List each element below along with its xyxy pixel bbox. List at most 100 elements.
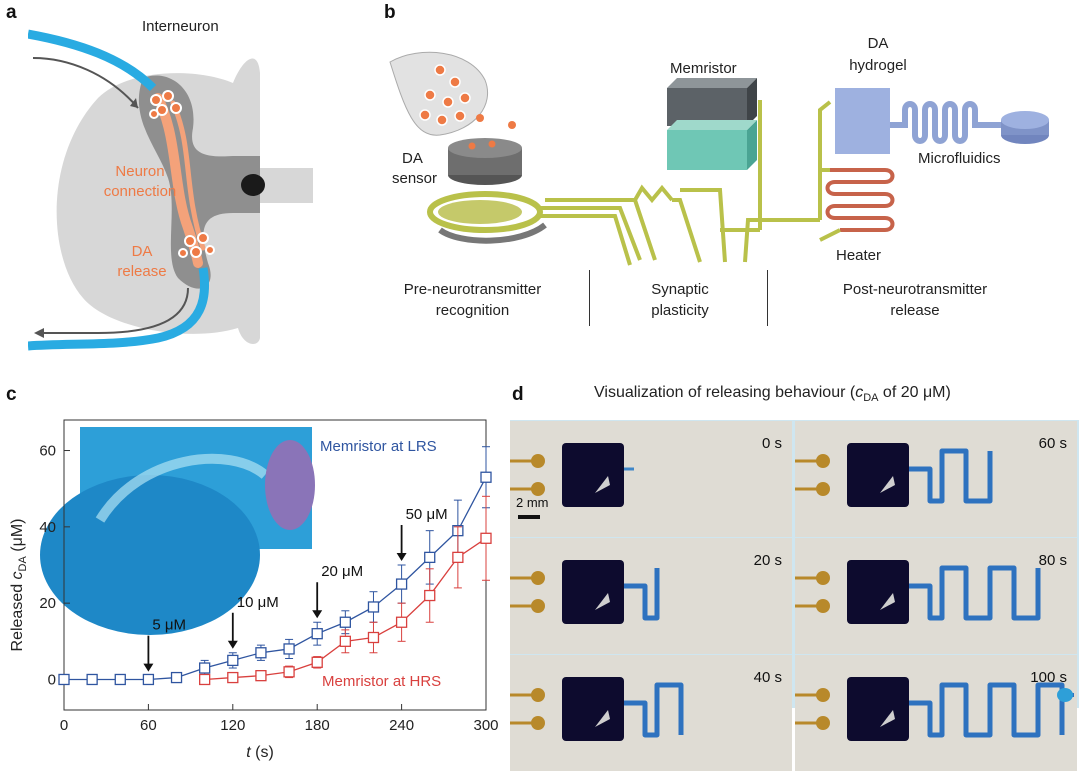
y-tick-label-20: 20 (39, 595, 56, 612)
panel-d-letter: d (512, 384, 524, 405)
point-hrs-160 (283, 666, 295, 678)
tile-image (510, 677, 684, 741)
panel-c-letter: c (6, 384, 17, 405)
point-lrs-80 (170, 671, 183, 684)
point-lrs-260 (424, 551, 436, 564)
annotation-arrowhead-120 (227, 640, 238, 649)
x-tick-label-120: 120 (220, 717, 245, 734)
point-lrs-180 (311, 628, 323, 640)
legend-lrs: Memristor at LRS (320, 438, 437, 455)
point-lrs-300 (480, 471, 492, 483)
release-tile: 0 s 2 mm (510, 421, 792, 537)
series-line-lrs (64, 476, 487, 681)
da-hydrogel-label-line1: DA (867, 35, 889, 52)
point-lrs-0 (58, 673, 70, 686)
point-hrs-260 (424, 589, 436, 602)
x-tick-label-300: 300 (473, 717, 498, 734)
point-hrs-240 (395, 616, 408, 628)
release-image-grid: 0 s 2 mm 60 s 20 s 80 s 40 s 100 s (510, 420, 1079, 771)
point-lrs-240 (395, 578, 408, 590)
tile-time-label: 40 s (753, 669, 782, 686)
point-lrs-40 (114, 673, 126, 686)
x-tick-label-0: 0 (60, 717, 68, 734)
synaptic-plasticity-label-line1: Synaptic (651, 281, 709, 298)
scale-bar-label: 2 mm (516, 495, 549, 510)
release-tile: 100 s (795, 655, 1077, 771)
da-release-label-line2: release (117, 263, 167, 280)
heater-label: Heater (836, 247, 882, 264)
pre-neurotransmitter-label-line2: recognition (435, 302, 510, 319)
legend-hrs: Memristor at HRS (322, 673, 441, 690)
point-lrs-220 (367, 601, 380, 613)
annotation-arrowhead-180 (312, 610, 323, 619)
point-hrs-300 (480, 532, 492, 544)
panel-b-letter: b (384, 2, 396, 23)
chart-inset-photo (40, 427, 315, 635)
point-hrs-220 (367, 631, 380, 644)
point-lrs-60 (142, 673, 155, 686)
point-hrs-280 (452, 551, 464, 564)
panel-a-neuron-diagram (28, 29, 314, 351)
x-axis-label: t (s) (246, 744, 274, 761)
annotation-arrowhead-240 (396, 553, 407, 561)
microfluidics-label: Microfluidics (918, 150, 1001, 167)
point-lrs-140 (255, 647, 267, 659)
tile-image (510, 443, 634, 519)
point-hrs-120 (227, 671, 239, 684)
y-axis-label: Released cDA (μM) (9, 519, 29, 652)
interneuron-label: Interneuron (142, 18, 219, 35)
neuron-connection-label-line2: connection (103, 183, 177, 200)
annotation-arrowhead-60 (143, 663, 154, 672)
panel-b-device-diagram (389, 51, 1049, 266)
da-sensor-label-line2: sensor (392, 170, 438, 187)
tile-image (795, 560, 1041, 624)
point-hrs-180 (311, 656, 323, 668)
release-tile: 40 s (510, 655, 792, 771)
tile-time-label: 60 s (1038, 435, 1067, 452)
post-neurotransmitter-label-line1: Post-neurotransmitter (842, 281, 988, 298)
point-lrs-100 (199, 662, 211, 674)
tile-time-label: 80 s (1038, 552, 1067, 569)
annotation-label-120: 10 μM (237, 594, 279, 611)
point-lrs-120 (227, 654, 239, 667)
da-hydrogel-label-line2: hydrogel (849, 57, 907, 74)
point-hrs-100 (199, 673, 211, 686)
annotation-label-60: 5 μM (152, 617, 186, 634)
release-tile: 80 s (795, 538, 1077, 654)
tile-time-label: 100 s (1030, 669, 1067, 686)
release-tile: 60 s (795, 421, 1077, 537)
point-lrs-200 (339, 616, 351, 628)
memristor-label: Memristor (670, 60, 737, 77)
release-tile: 20 s (510, 538, 792, 654)
panel-a-letter: a (6, 2, 17, 23)
da-sensor-label-line1: DA (402, 150, 423, 167)
chart-marks: 5 μM 10 μM 20 μM 50 μM (58, 446, 492, 686)
da-release-label-line1: DA (131, 243, 153, 260)
synaptic-plasticity-label-line2: plasticity (651, 302, 709, 319)
point-lrs-20 (86, 673, 98, 686)
tile-time-label: 20 s (753, 552, 782, 569)
point-hrs-140 (255, 670, 267, 682)
tile-image (795, 443, 993, 507)
x-tick-label-180: 180 (305, 717, 330, 734)
neuron-connection-label-line1: Neuron (115, 163, 165, 180)
tile-time-label: 0 s (761, 435, 782, 452)
point-hrs-200 (339, 635, 351, 647)
panel-d-title: Visualization of releasing behaviour (cD… (594, 384, 951, 405)
tile-image (510, 560, 660, 624)
x-tick-label-240: 240 (389, 717, 414, 734)
point-lrs-160 (283, 643, 295, 655)
pre-neurotransmitter-label-line1: Pre-neurotransmitter (403, 281, 542, 298)
annotation-label-240: 50 μM (406, 506, 448, 523)
y-tick-label-0: 0 (48, 671, 56, 688)
x-tick-label-60: 60 (140, 717, 157, 734)
section-divider-2 (767, 270, 768, 326)
y-tick-label-60: 60 (39, 443, 56, 460)
section-divider-1 (589, 270, 590, 326)
post-neurotransmitter-label-line2: release (890, 302, 940, 319)
y-tick-label-40: 40 (39, 519, 56, 536)
annotation-label-180: 20 μM (321, 563, 363, 580)
chart-axes: 0 60 120 180 240 300 0 20 40 60 (39, 419, 499, 734)
release-chart: 0 60 120 180 240 300 0 20 40 60 5 μM 10 μM 20 μM 50 … (9, 419, 499, 761)
tile-image (795, 677, 1074, 741)
